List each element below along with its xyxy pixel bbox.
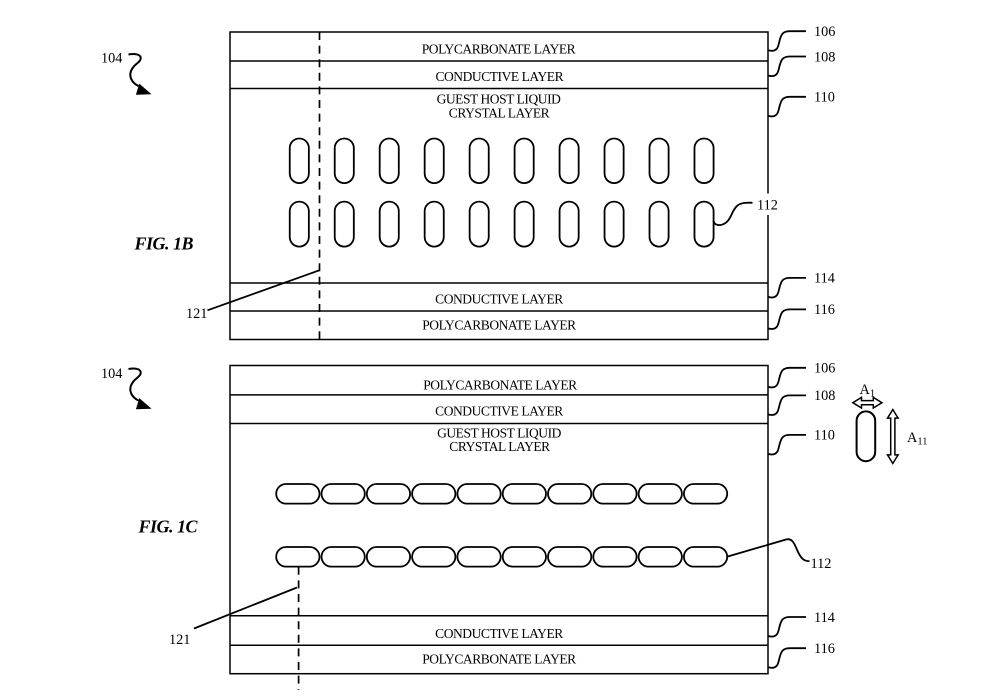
svg-text:108: 108	[814, 388, 835, 404]
svg-text:114: 114	[814, 271, 835, 287]
svg-text:121: 121	[186, 306, 207, 322]
svg-text:GUEST HOST LIQUID: GUEST HOST LIQUID	[437, 92, 562, 107]
svg-text:GUEST HOST LIQUID: GUEST HOST LIQUID	[437, 426, 562, 441]
svg-text:116: 116	[814, 641, 835, 657]
svg-text:CRYSTAL LAYER: CRYSTAL LAYER	[449, 439, 550, 454]
svg-text:106: 106	[814, 361, 835, 377]
svg-text:110: 110	[814, 428, 835, 444]
svg-text:POLYCARBONATE LAYER: POLYCARBONATE LAYER	[422, 651, 576, 666]
svg-text:112: 112	[757, 198, 778, 214]
svg-text:CONDUCTIVE LAYER: CONDUCTIVE LAYER	[435, 69, 563, 84]
svg-text:POLYCARBONATE LAYER: POLYCARBONATE LAYER	[422, 317, 576, 332]
svg-text:FIG. 1C: FIG. 1C	[138, 517, 199, 537]
svg-text:CONDUCTIVE LAYER: CONDUCTIVE LAYER	[435, 626, 563, 641]
svg-text:121: 121	[169, 632, 190, 648]
svg-text:POLYCARBONATE LAYER: POLYCARBONATE LAYER	[422, 41, 576, 56]
svg-text:114: 114	[814, 610, 835, 626]
svg-text:CONDUCTIVE LAYER: CONDUCTIVE LAYER	[435, 291, 563, 306]
svg-text:104: 104	[101, 366, 122, 382]
svg-text:110: 110	[814, 90, 835, 106]
svg-text:116: 116	[814, 302, 835, 318]
svg-text:CRYSTAL LAYER: CRYSTAL LAYER	[449, 106, 550, 121]
svg-text:106: 106	[814, 24, 835, 40]
svg-text:112: 112	[811, 556, 832, 572]
svg-text:104: 104	[101, 51, 122, 67]
svg-text:108: 108	[814, 49, 835, 65]
svg-text:FIG. 1B: FIG. 1B	[134, 233, 194, 253]
svg-text:POLYCARBONATE LAYER: POLYCARBONATE LAYER	[423, 378, 577, 393]
svg-text:CONDUCTIVE LAYER: CONDUCTIVE LAYER	[435, 403, 563, 418]
